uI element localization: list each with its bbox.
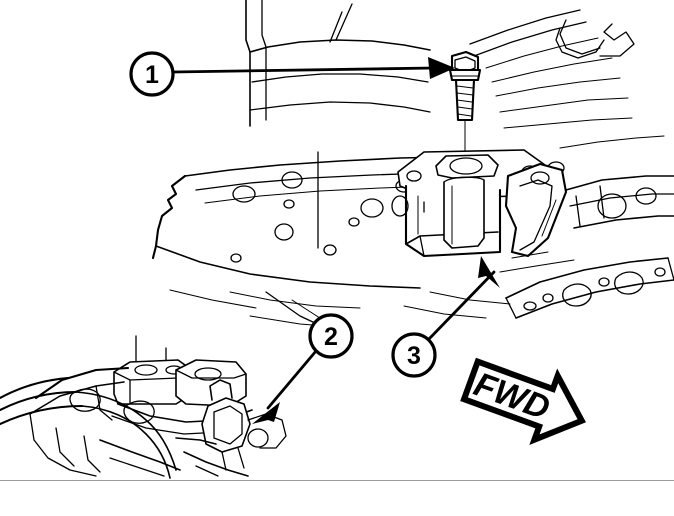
callout-1-circle[interactable]	[129, 51, 175, 97]
footer-divider	[0, 480, 674, 481]
callout-1-leader	[171, 66, 436, 74]
callout-3[interactable]: 3	[391, 256, 500, 378]
transmission-assembly	[0, 335, 287, 479]
callout-1-number: 1	[145, 61, 159, 89]
crossmember	[499, 175, 674, 319]
callout-3-circle[interactable]	[391, 332, 437, 378]
callout-2-circle[interactable]	[308, 313, 354, 359]
callout-1-arrowhead	[428, 57, 455, 79]
engine-mount-bracket	[391, 149, 568, 258]
callout-2-arrowhead	[252, 402, 280, 424]
callout-2[interactable]: 2	[252, 313, 354, 424]
fwd-arrow-shape	[460, 357, 586, 445]
callout-3-arrowhead	[478, 256, 500, 288]
callout-2-number: 2	[324, 323, 338, 351]
callout-1[interactable]: 1	[129, 51, 455, 97]
callout-3-number: 3	[407, 342, 421, 370]
callout-2-leader	[266, 349, 318, 410]
callout-3-leader	[426, 270, 496, 342]
